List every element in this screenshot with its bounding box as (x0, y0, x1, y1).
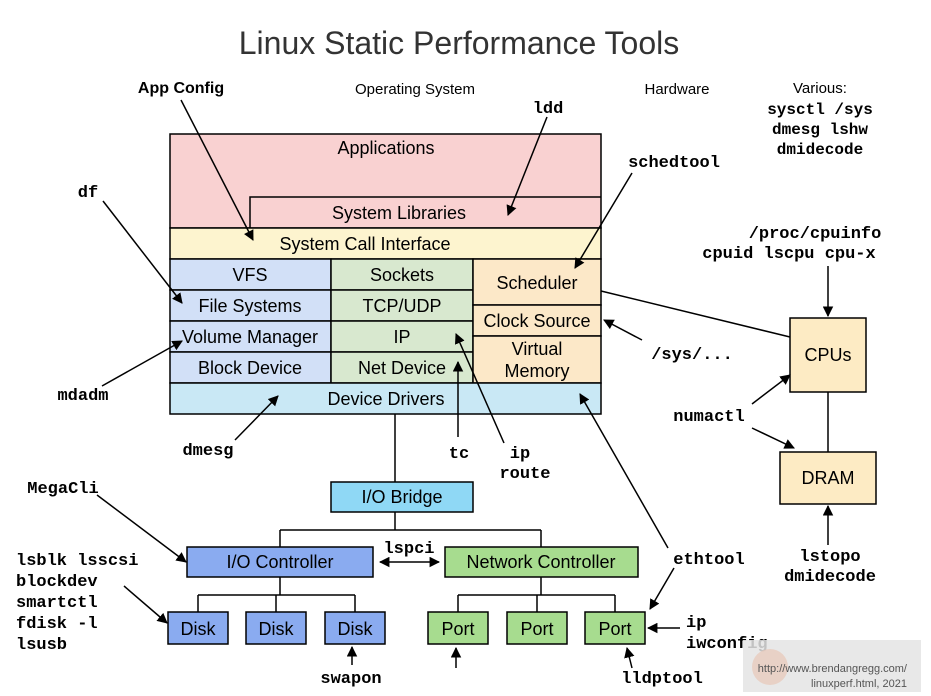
arrow-numactl-cpus (751, 374, 791, 405)
watermark-url: http://www.brendangregg.com/ (758, 663, 908, 675)
diagram-title: Linux Static Performance Tools (239, 25, 680, 61)
arrow-sys (603, 319, 643, 341)
tool-ip: ip (510, 445, 530, 464)
various-tool-sysctl: sysctl /sys (767, 101, 873, 119)
applications-label: Applications (337, 138, 434, 158)
cpus-label: CPUs (804, 345, 851, 365)
device-drivers-layer (169, 382, 602, 415)
arrow-numactl-dram (751, 427, 795, 449)
disk-label-2: Disk (259, 619, 295, 639)
file-systems-label: File Systems (198, 296, 301, 316)
tool-df: df (78, 184, 98, 203)
tool-proc-cpuinfo: /proc/cpuinfo (749, 225, 882, 244)
port-label-3: Port (598, 619, 631, 639)
volume-manager-label: Volume Manager (182, 327, 318, 347)
disk-box-1 (167, 611, 229, 645)
arrow-disk-tools (123, 585, 168, 624)
arrow-df (102, 200, 183, 304)
tool-blockdev: blockdev (16, 573, 98, 592)
virtual-memory-box (472, 335, 602, 384)
device-drivers-label: Device Drivers (327, 389, 444, 409)
network-controller-label: Network Controller (466, 552, 615, 572)
disk-box-3 (324, 611, 386, 645)
tool-sys: /sys/... (651, 346, 733, 365)
arrow-ethtool-port (649, 567, 675, 610)
tool-route: route (499, 465, 550, 484)
tool-numactl: numactl (673, 408, 744, 427)
arrow-ip-route (455, 333, 505, 444)
tool-lstopo: lstopo (799, 548, 860, 567)
applications-layer (169, 133, 602, 229)
io-controller-label: I/O Controller (226, 552, 333, 572)
operating-system-header: Operating System (355, 81, 475, 98)
tool-ldd: ldd (533, 100, 564, 119)
tool-swapon: swapon (320, 670, 381, 689)
block-device-label: Block Device (198, 358, 302, 378)
arrow-ldd (506, 116, 548, 216)
various-header: Various: (793, 80, 847, 97)
tool-dmidecode: dmidecode (784, 568, 876, 587)
port-box-3 (584, 611, 646, 645)
port-box-2 (506, 611, 568, 645)
tool-ip-port: ip (686, 614, 706, 633)
tool-dmesg: dmesg (182, 442, 233, 461)
port-label-1: Port (441, 619, 474, 639)
tool-lspci: lspci (383, 540, 434, 559)
tool-schedtool: schedtool (628, 154, 720, 173)
ip-box (330, 320, 474, 353)
arrow-schedtool (574, 172, 633, 269)
tool-megacli: MegaCli (27, 480, 98, 499)
clock-source-label: Clock Source (483, 311, 590, 331)
watermark-page: linuxperf.html, 2021 (811, 678, 907, 690)
cpus-box (789, 317, 867, 393)
net-device-box (330, 351, 474, 384)
tool-mdadm: mdadm (57, 387, 108, 406)
arrow-mdadm (101, 340, 183, 387)
virtual-memory-label-line1: Virtual (512, 339, 563, 359)
system-call-interface-layer (169, 227, 602, 260)
disk-label-1: Disk (181, 619, 217, 639)
scheduler-label: Scheduler (496, 273, 577, 293)
sockets-label: Sockets (370, 265, 434, 285)
arrow-lldptool (624, 646, 635, 669)
system-libraries-label: System Libraries (332, 203, 466, 223)
virtual-memory-label-line2: Memory (504, 361, 569, 381)
tool-tc: tc (449, 445, 469, 464)
watermark-logo (752, 649, 788, 685)
hardware-header: Hardware (644, 81, 709, 98)
system-libraries-outline (249, 196, 601, 228)
tool-ethtool: ethtool (673, 551, 744, 570)
tool-lsblk-lsscsi: lsblk lsscsi (16, 552, 138, 571)
bus-connections (197, 290, 829, 612)
various-tool-dmesg-lshw: dmesg lshw (772, 121, 868, 139)
arrow-dmesg (234, 395, 279, 441)
various-tool-dmidecode: dmidecode (777, 141, 863, 159)
tool-lsusb: lsusb (16, 636, 67, 655)
port-box-1 (427, 611, 489, 645)
app-config-header: App Config (138, 80, 224, 97)
tcp-udp-label: TCP/UDP (362, 296, 441, 316)
ip-label: IP (393, 327, 410, 347)
vfs-label: VFS (232, 265, 267, 285)
arrow-ethtool (579, 393, 669, 549)
port-label-2: Port (520, 619, 553, 639)
tool-lldptool: lldptool (621, 670, 703, 689)
io-bridge-box (330, 481, 474, 513)
disk-box-2 (245, 611, 307, 645)
arrow-megacli (96, 494, 187, 563)
net-device-label: Net Device (358, 358, 446, 378)
tool-cpuid-lscpu-cpux: cpuid lscpu cpu-x (702, 245, 875, 264)
arrow-app-config (180, 99, 254, 241)
disk-label-3: Disk (338, 619, 374, 639)
io-bridge-label: I/O Bridge (361, 487, 442, 507)
clock-source-box (472, 304, 602, 337)
tool-fdisk: fdisk -l (16, 615, 98, 634)
dram-label: DRAM (802, 468, 855, 488)
system-call-interface-label: System Call Interface (279, 234, 450, 254)
tool-smartctl: smartctl (16, 594, 98, 613)
